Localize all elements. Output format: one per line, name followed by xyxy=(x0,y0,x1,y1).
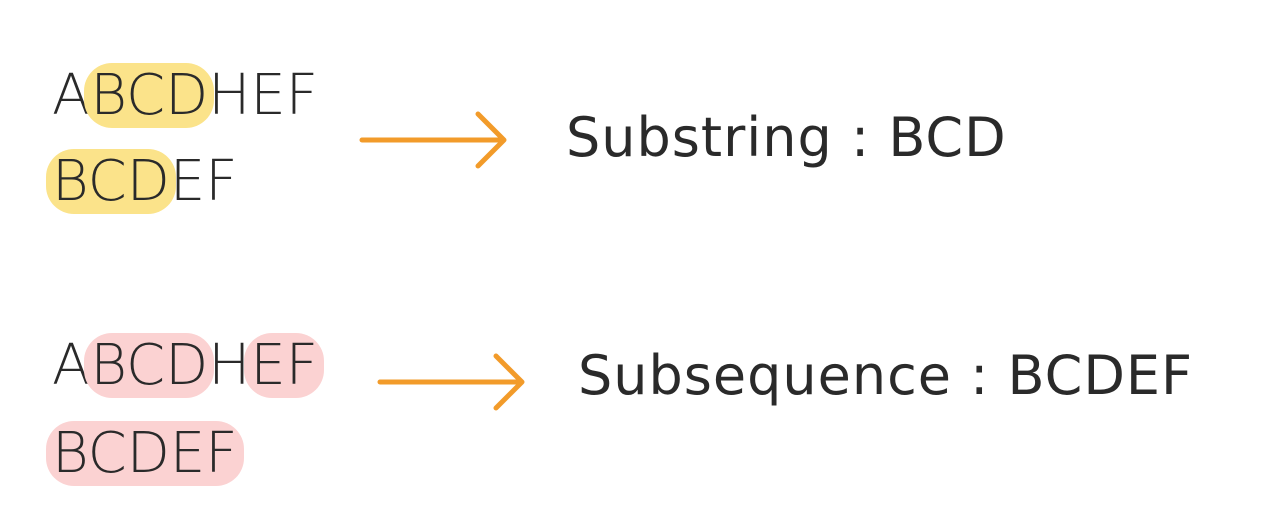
substring-string-1-prefix: A xyxy=(52,63,91,128)
subsequence-string-2-highlight: BCDEF xyxy=(46,421,244,486)
subsequence-string-2: BCDEF xyxy=(46,421,244,486)
substring-string-1-highlight: BCD xyxy=(84,63,215,128)
substring-result-label: Substring xyxy=(566,106,833,169)
subsequence-string-1-part-a: A xyxy=(52,333,91,398)
subsequence-string-1-part-b: H xyxy=(208,333,251,398)
substring-result-separator: : xyxy=(832,106,889,169)
subsequence-result: Subsequence : BCDEF xyxy=(578,344,1193,408)
arrow-right-icon xyxy=(359,111,507,169)
substring-string-2: BCDEF xyxy=(46,149,238,214)
substring-string-2-suffix: EF xyxy=(169,149,238,214)
subsequence-result-separator: : xyxy=(952,344,1008,407)
subsequence-string-1-highlight-a: BCD xyxy=(84,333,215,398)
arrow-right-icon xyxy=(377,353,525,411)
substring-string-1: ABCDHEF xyxy=(52,63,318,128)
substring-result-value: BCD xyxy=(888,106,1007,169)
substring-string-2-highlight: BCD xyxy=(46,149,176,214)
subsequence-result-value: BCDEF xyxy=(1007,344,1194,407)
substring-string-1-suffix: HEF xyxy=(208,63,318,128)
subsequence-string-1-highlight-b: EF xyxy=(244,333,324,398)
subsequence-string-1: ABCDHEF xyxy=(52,333,324,398)
substring-result: Substring : BCD xyxy=(566,106,1007,170)
subsequence-result-label: Subsequence xyxy=(578,344,952,407)
